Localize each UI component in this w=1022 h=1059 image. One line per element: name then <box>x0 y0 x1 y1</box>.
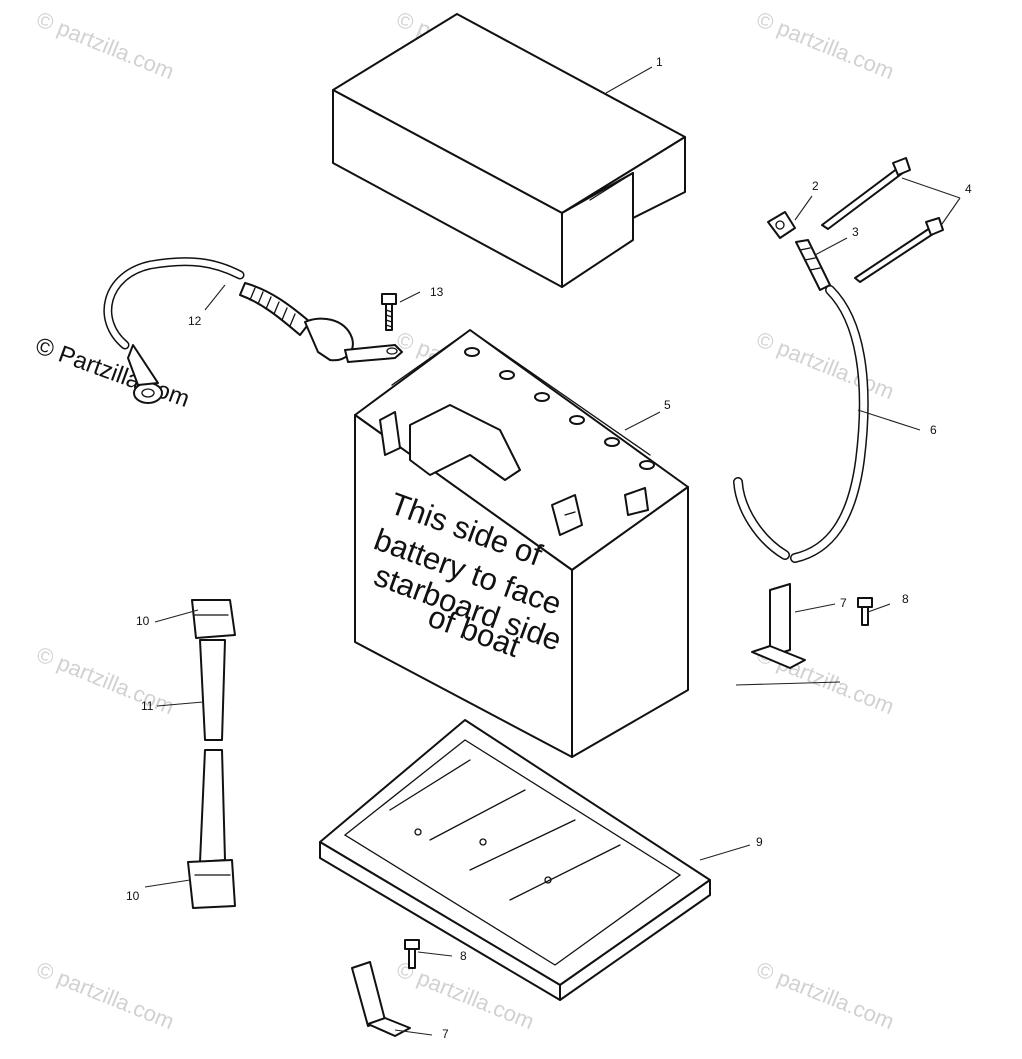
battery-cable-negative <box>103 257 403 404</box>
vent-elbow <box>767 211 796 239</box>
callout-7a: 7 <box>840 596 847 610</box>
copyright-label: © Partzilla.com <box>32 332 193 413</box>
callout-5: 5 <box>664 398 671 412</box>
battery-cover <box>332 13 686 288</box>
hold-down-strap <box>187 599 236 909</box>
callout-8b: 8 <box>460 949 467 963</box>
callout-2: 2 <box>812 179 819 193</box>
callout-11: 11 <box>141 699 154 713</box>
watermark: © partzilla.com <box>753 956 898 1034</box>
vent-fitting <box>795 239 831 291</box>
callout-3: 3 <box>852 225 859 239</box>
callout-10a: 10 <box>136 614 150 628</box>
callout-9: 9 <box>756 835 763 849</box>
callout-numbers: 1 2 3 4 5 6 7 8 9 10 11 10 12 13 8 7 <box>126 55 972 1041</box>
vent-hose <box>733 285 869 563</box>
callout-lines <box>144 66 961 1036</box>
watermark: © partzilla.com <box>753 6 898 84</box>
callout-8a: 8 <box>902 592 909 606</box>
watermark: © partzilla.com <box>33 6 178 84</box>
callout-7b: 7 <box>442 1027 449 1041</box>
bracket-lower <box>351 961 411 1037</box>
watermark: © partzilla.com <box>33 956 178 1034</box>
callout-13: 13 <box>430 285 444 299</box>
watermark: © partzilla.com <box>753 326 898 404</box>
callout-4: 4 <box>965 182 972 196</box>
watermark: © partzilla.com <box>33 641 178 719</box>
callout-1: 1 <box>656 55 663 69</box>
bolt-upper <box>857 597 873 626</box>
battery-vent-caps <box>464 347 655 470</box>
callout-10b: 10 <box>126 889 140 903</box>
bolt-13 <box>381 293 397 331</box>
bracket-upper <box>751 583 806 669</box>
callout-6: 6 <box>930 423 937 437</box>
cable-ties <box>821 157 944 283</box>
bolt-lower <box>404 939 420 969</box>
callout-12: 12 <box>188 314 202 328</box>
battery: This side of battery to face starboard s… <box>354 329 689 758</box>
battery-tray <box>319 719 711 1001</box>
